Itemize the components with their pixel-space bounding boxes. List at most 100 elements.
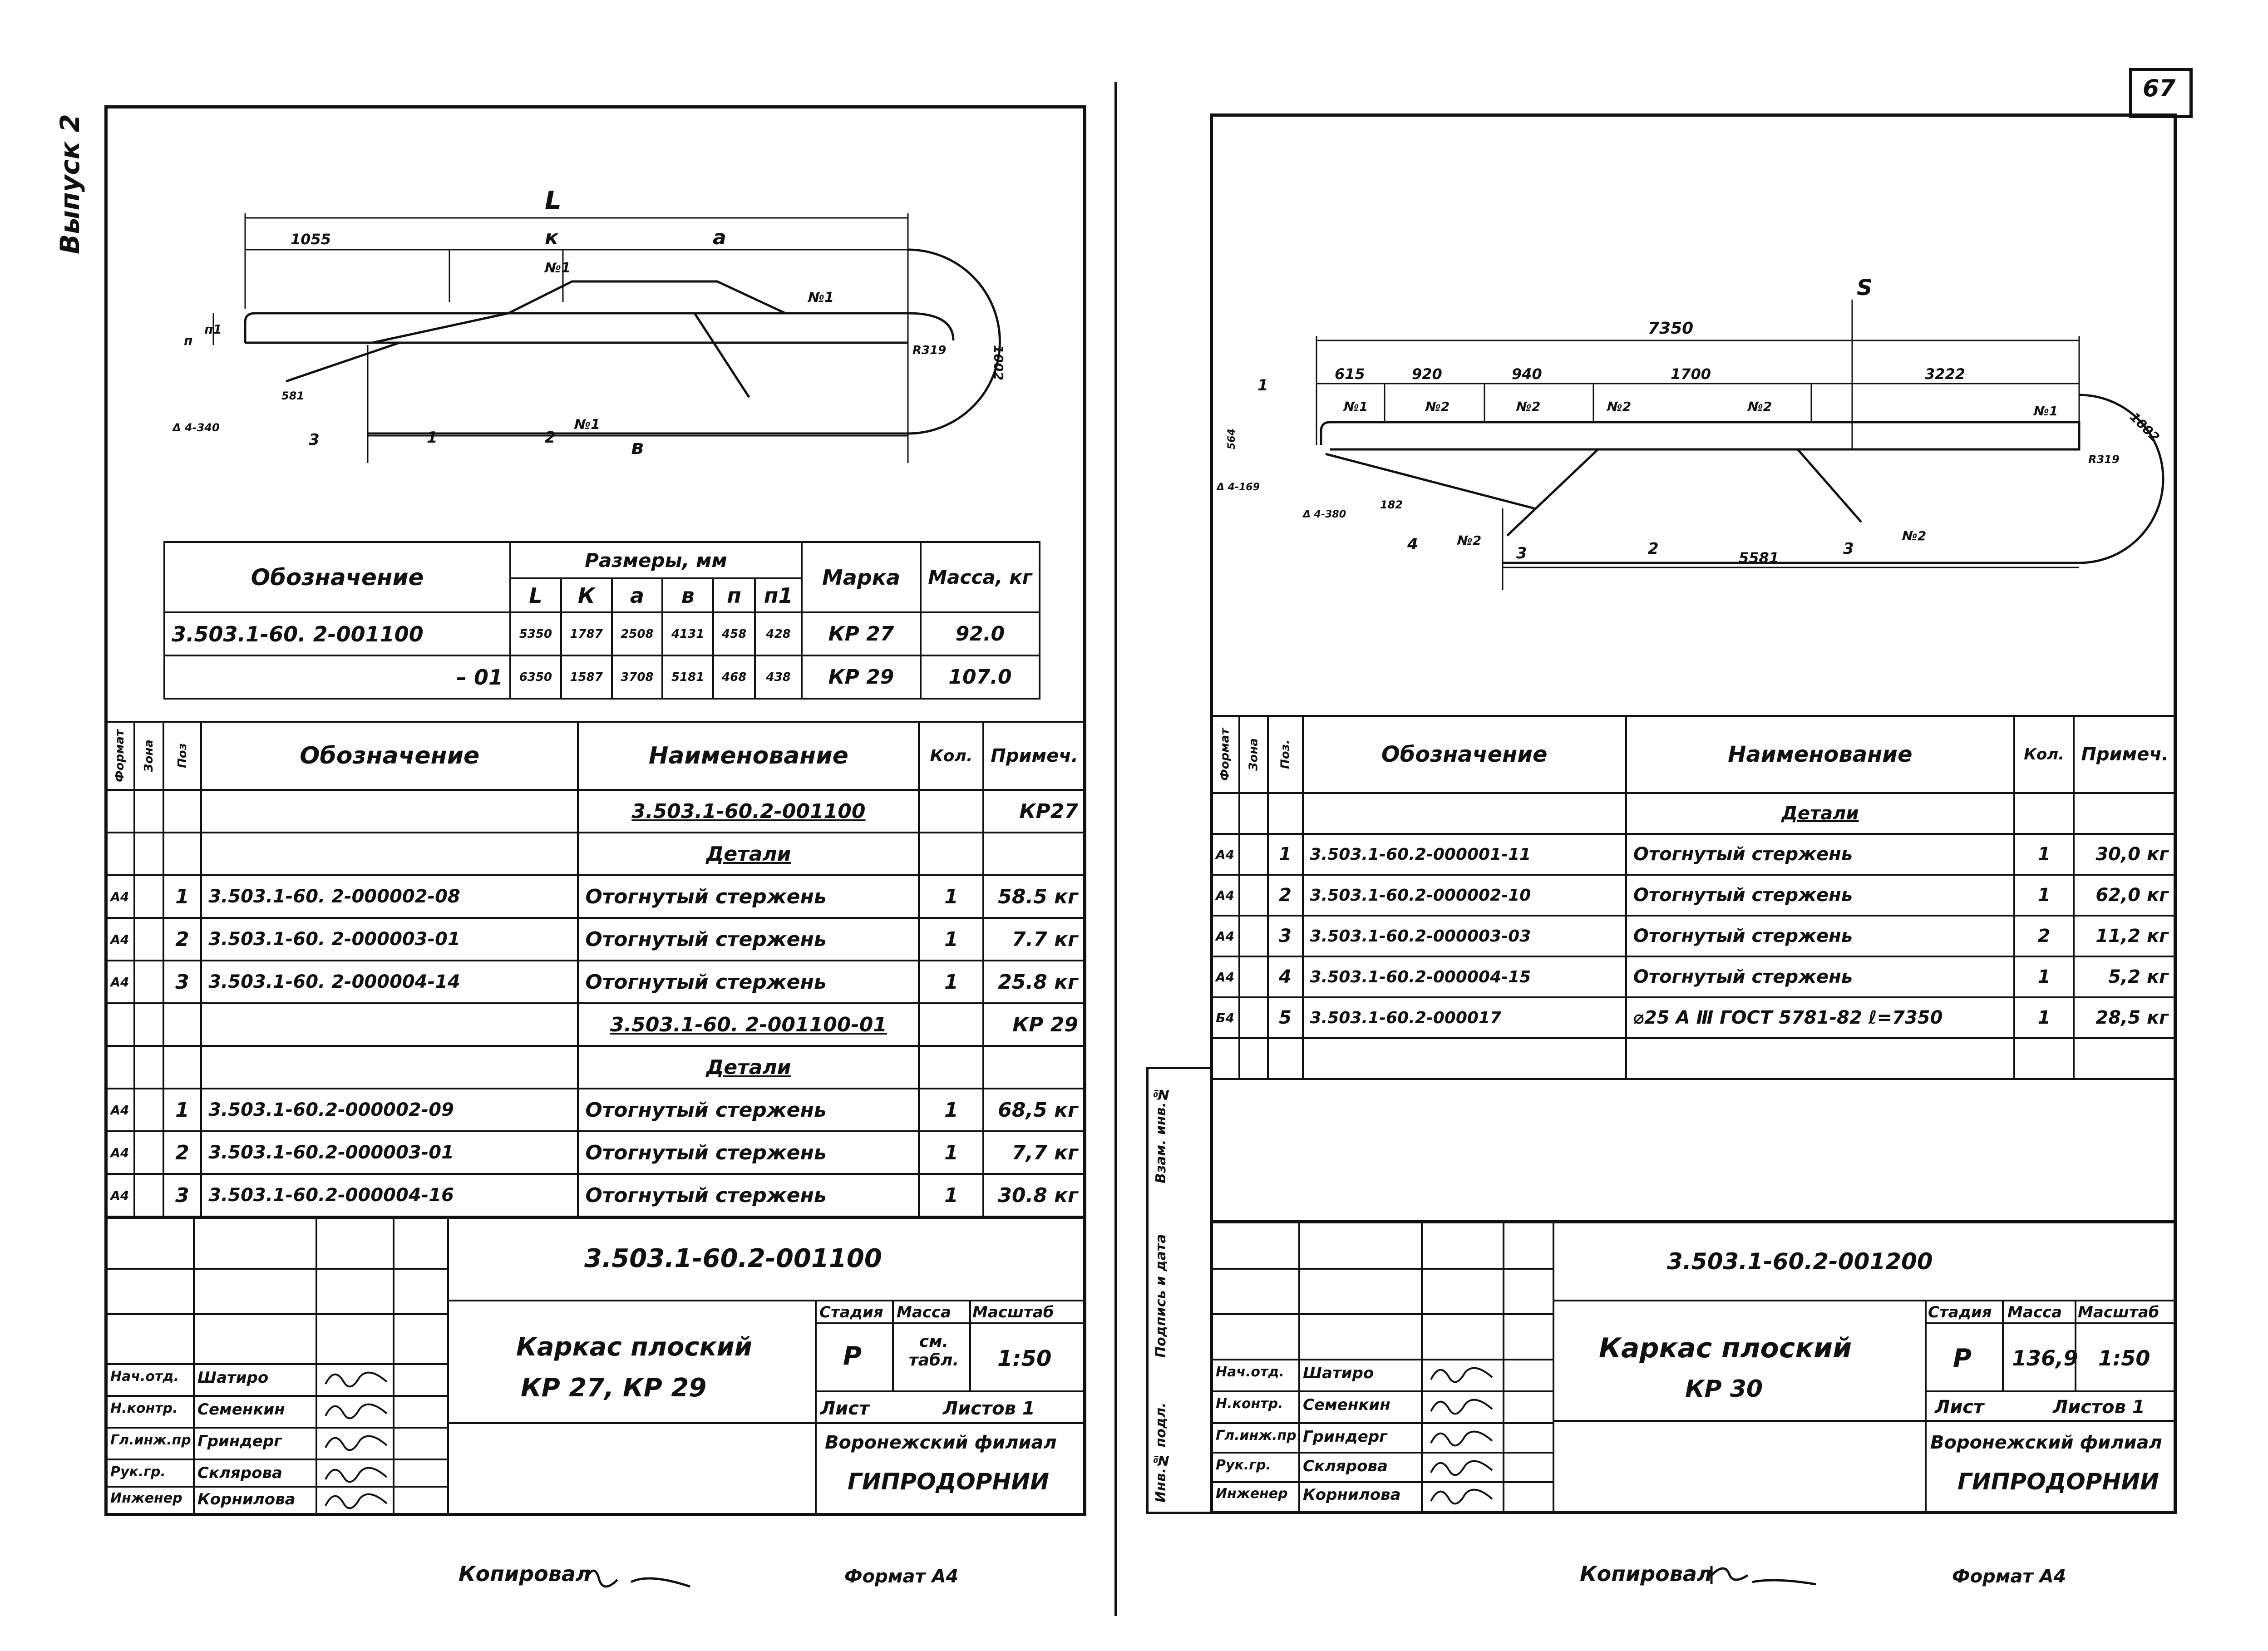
stamp-org-2: ГИПРОДОРНИИ [848, 1469, 1049, 1495]
dim-a: a [713, 226, 726, 249]
stamp-stage: Р [1953, 1344, 1972, 1373]
right-footer-copy: Копировал [1580, 1562, 1712, 1586]
side-label-inv: Инв.№ подл. [1153, 1402, 1169, 1503]
dims-h-n: п [712, 577, 756, 613]
dim-radius: R319 [2088, 453, 2120, 466]
stamp-sheets: Листов 1 [943, 1398, 1035, 1419]
stamp-person-name: Склярова [197, 1464, 282, 1482]
angle-2: Δ 4-380 [1302, 509, 1346, 520]
dim-1700: 1700 [1671, 365, 1711, 383]
stamp-h-stage: Стадия [1928, 1303, 1992, 1321]
angle-label: Δ 4-340 [172, 421, 220, 434]
dim-581: 581 [281, 389, 304, 402]
signature [1430, 1430, 1493, 1447]
stamp-role: Инженер [1216, 1486, 1288, 1502]
stamp-role: Инженер [110, 1490, 182, 1506]
stamp-role: Н.контр. [110, 1400, 178, 1416]
stamp-org-2: ГИПРОДОРНИИ [1957, 1469, 2159, 1495]
signature [325, 1493, 388, 1509]
center-divider [1114, 82, 1117, 1616]
dim-615: 615 [1335, 365, 1365, 383]
stamp-person-name: Семенкин [197, 1400, 285, 1419]
dim-564: 564 [1226, 429, 1238, 449]
left-edge-label: Выпуск 2 [54, 114, 85, 254]
page-number: 67 [2143, 75, 2176, 102]
label-n7: №2 [1456, 533, 1481, 548]
table-row: 3.503.1-60. 2-001100 5350 1787 2508 4131… [163, 611, 1040, 656]
spec-h-qty: Кол. [2013, 715, 2075, 794]
signature [1430, 1460, 1493, 1476]
stamp-person-name: Семенкин [1303, 1396, 1390, 1414]
side-label-repl: Взам. инв.№ [1153, 1086, 1169, 1184]
stamp-person-name: Корнилова [197, 1490, 296, 1508]
table-row: – 01 6350 1587 3708 5181 468 438 КР 29 1… [163, 655, 1040, 700]
spec-h-designation: Обозначение [200, 721, 579, 791]
dims-h-L: L [509, 577, 562, 613]
dim-n: п [184, 333, 192, 348]
table-row: Детали [104, 1045, 1086, 1089]
signature [325, 1435, 388, 1451]
pos-1: 1 [427, 429, 438, 447]
signature [1430, 1367, 1493, 1383]
axis-s: S [1857, 275, 1873, 301]
stamp-person-name: Шатиро [1303, 1364, 1374, 1382]
label-n6: №1 [2033, 404, 2058, 419]
dim-940: 940 [1512, 365, 1542, 383]
label-n1-b: №1 [807, 290, 834, 306]
right-spec-table: Формат Зона Поз. Обозначение Наименовани… [1209, 715, 2177, 1080]
stamp-h-mass: Масса [2007, 1303, 2062, 1321]
stamp-mass: 136,9 [2012, 1346, 2078, 1370]
stamp-title-2: КР 27, КР 29 [521, 1373, 707, 1403]
signature [1430, 1488, 1493, 1505]
left-footer-copy: Копировал [459, 1562, 591, 1586]
stamp-code: 3.503.1-60.2-001100 [584, 1244, 882, 1273]
stamp-h-scale: Масштаб [972, 1303, 1054, 1321]
label-n1: №1 [1343, 399, 1368, 414]
dim-k: к [545, 226, 559, 249]
stamp-role: Нач.отд. [110, 1369, 179, 1385]
dim-3222: 3222 [1925, 365, 1965, 383]
dims-h-K: К [560, 577, 613, 613]
dims-h-a: a [611, 577, 664, 613]
stamp-h-mass: Масса [897, 1303, 952, 1321]
dims-h-designation: Обозначение [163, 541, 511, 613]
table-row [1209, 1037, 2177, 1080]
pos-3: 3 [309, 431, 320, 449]
dim-182: 182 [1380, 498, 1403, 511]
signature [1430, 1399, 1493, 1415]
dims-h-sizes: Размеры, мм [509, 541, 803, 579]
stamp-role: Н.контр. [1216, 1396, 1283, 1412]
dim-radius: R319 [912, 344, 946, 357]
dim-1002: 1002 [2127, 409, 2162, 445]
stamp-code: 3.503.1-60.2-001200 [1667, 1248, 1933, 1275]
dims-h-n1: п1 [754, 577, 803, 613]
spec-h-designation: Обозначение [1302, 715, 1627, 794]
stamp-scale: 1:50 [2098, 1346, 2150, 1370]
stamp-title-1: Каркас плоский [516, 1332, 752, 1362]
stamp-stage: Р [843, 1341, 862, 1371]
pos-3: 3 [1516, 544, 1527, 562]
dims-h-mark: Марка [801, 541, 922, 613]
signature [325, 1467, 388, 1483]
stamp-title-2: КР 30 [1685, 1375, 1763, 1403]
right-copy-signature [1710, 1566, 1816, 1586]
stamp-person-name: Гриндерг [197, 1432, 282, 1450]
stamp-sheets: Листов 1 [2053, 1397, 2145, 1418]
stamp-sheet: Лист [1935, 1397, 1984, 1418]
spec-h-zone: Зона [134, 722, 163, 790]
spec-h-note: Примеч. [982, 721, 1086, 791]
pos-4: 4 [1407, 535, 1418, 553]
right-stamp: 3.503.1-60.2-001200 Каркас плоский КР 30… [1210, 1220, 2177, 1514]
left-copy-signature [584, 1569, 690, 1588]
stamp-role: Гл.инж.пр. [1216, 1428, 1297, 1444]
label-n3: №2 [1515, 399, 1540, 414]
left-dims-table: Обозначение Размеры, мм Марка Масса, кг … [163, 541, 1040, 700]
pos-1: 1 [1257, 376, 1268, 394]
